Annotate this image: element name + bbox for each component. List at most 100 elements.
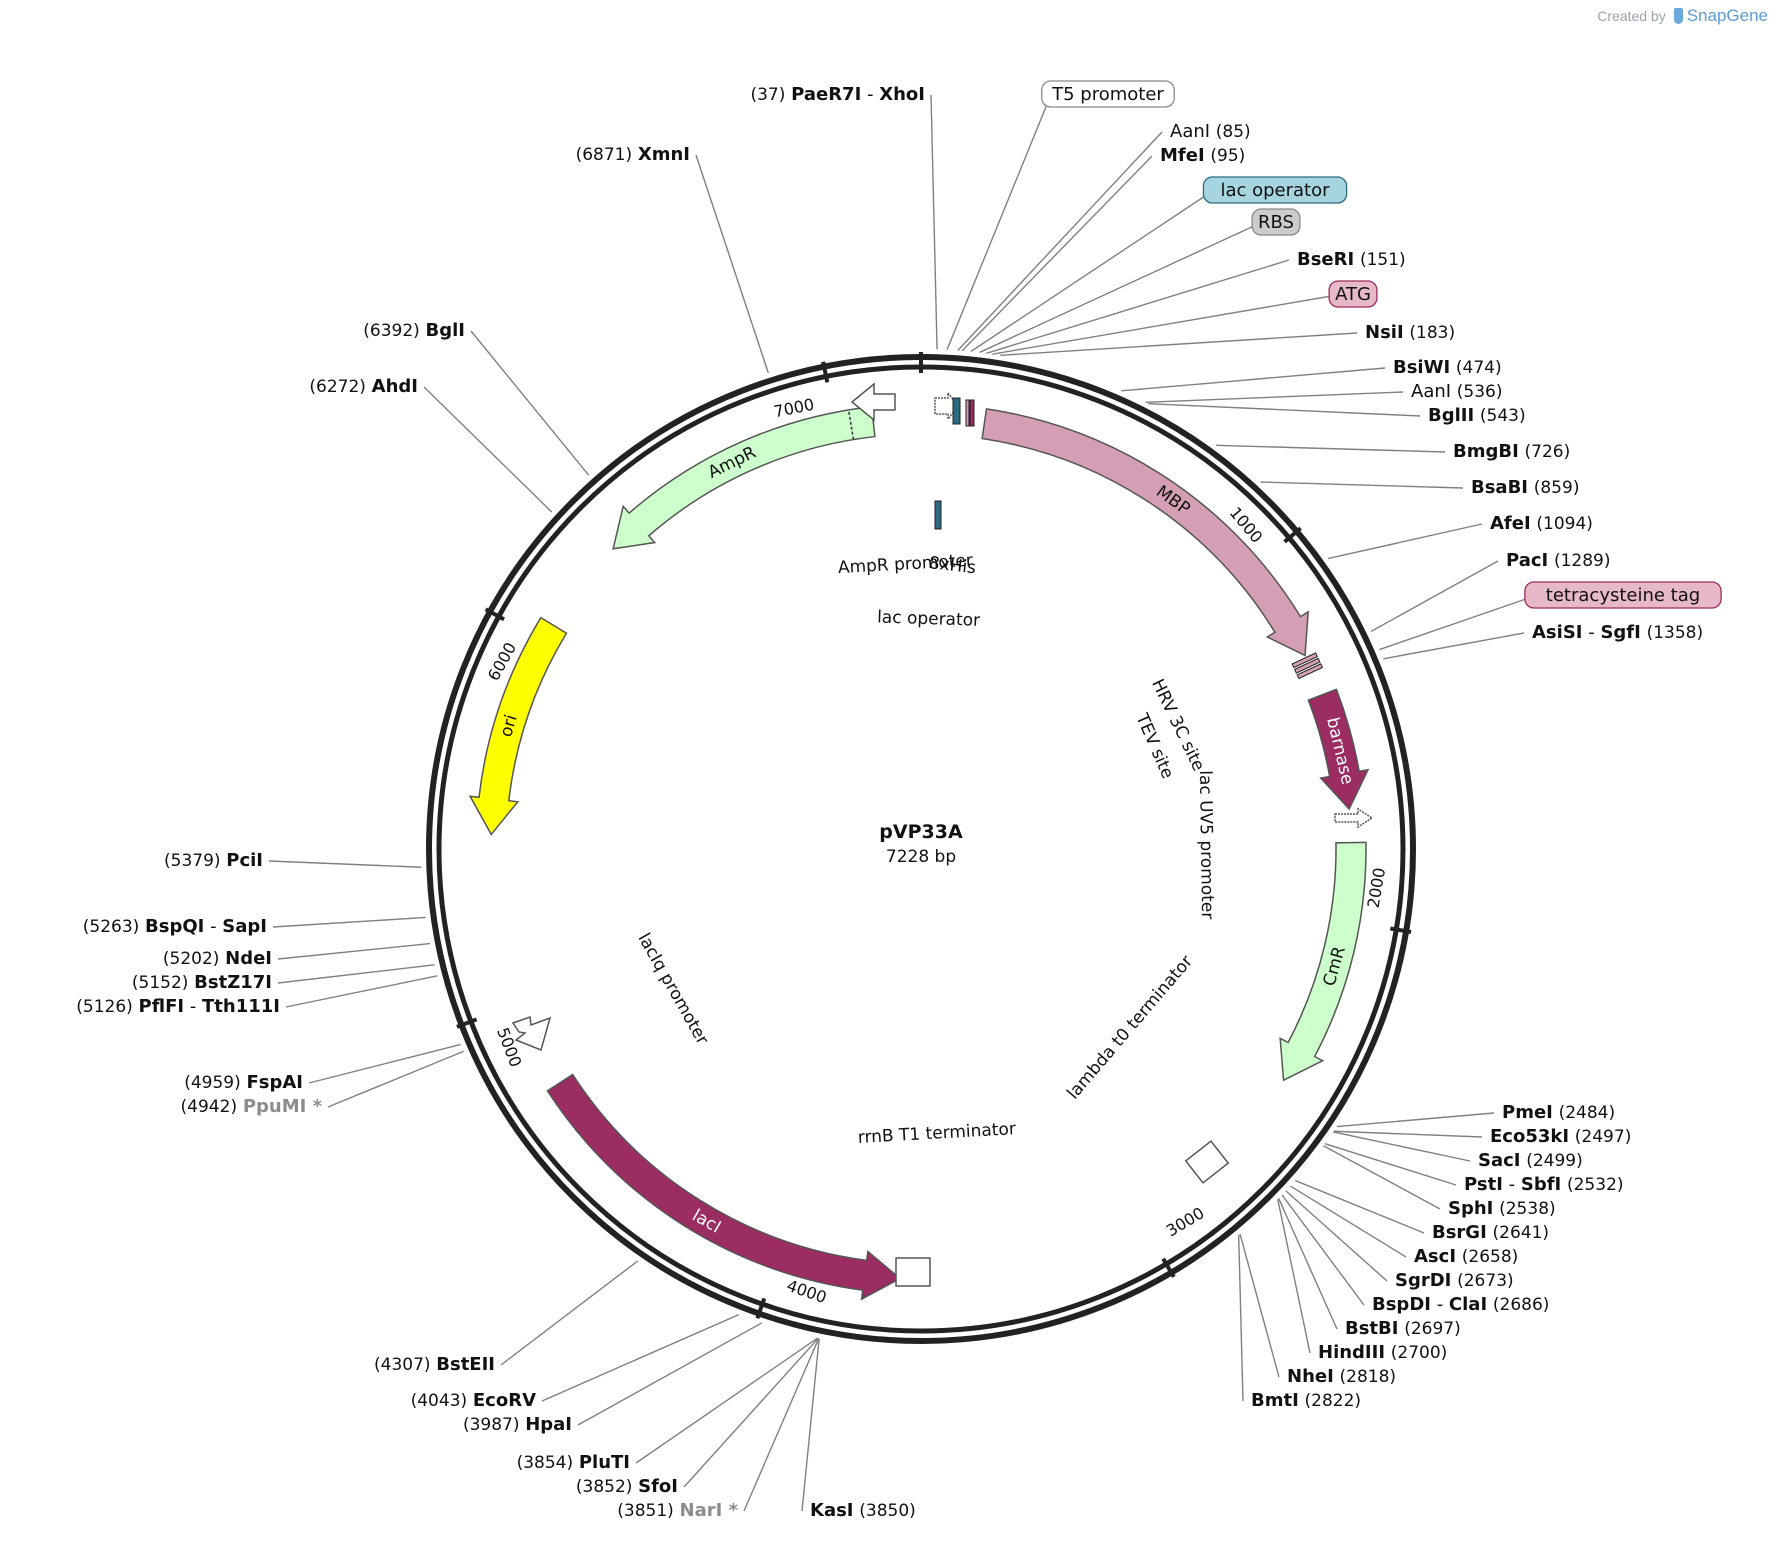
site-leader-line (1281, 1194, 1365, 1306)
site-leader-line (635, 1337, 818, 1464)
site-leader-line (327, 1050, 464, 1108)
site-position: (2499) (1526, 1151, 1583, 1171)
site-label-bsteii: (4307) BstEII (374, 1354, 495, 1375)
site-text: BglII (543) (1428, 405, 1526, 426)
site-position: (1094) (1536, 514, 1593, 534)
feature-laci-arrow (546, 1073, 902, 1301)
site-leader-line (1148, 402, 1421, 417)
site-name: SbfI (1521, 1174, 1561, 1195)
feature-label: rrnB T1 terminator (857, 1119, 1016, 1148)
site-label-nhei: NheI (2818) (1287, 1366, 1396, 1387)
site-leader-line (470, 330, 590, 476)
site-text: (37) PaeR7I - XhoI (750, 84, 925, 105)
ampr-signal-divider (847, 409, 855, 440)
site-label-ndei: (5202) NdeI (163, 948, 272, 969)
feature-tag-box (1251, 208, 1301, 236)
site-leader-line (308, 1043, 461, 1084)
feature-label: 8xHis (928, 553, 977, 578)
site-leader-line (1145, 391, 1404, 403)
site-name: SgrDI (1395, 1270, 1451, 1291)
site-position: (859) (1534, 478, 1580, 498)
site-name: BstEII (436, 1354, 495, 1375)
site-leader-line (272, 916, 426, 928)
site-leader-line (970, 190, 1213, 353)
site-text: (5152) BstZ17I (132, 972, 272, 993)
site-label-paci: PacI (1289) (1506, 550, 1611, 571)
site-label-bsrgi: BsrGI (2641) (1432, 1222, 1549, 1243)
site-leader-line (992, 294, 1338, 355)
site-position: (3852) (576, 1477, 633, 1497)
site-text: BsaBI (859) (1471, 477, 1579, 498)
site-leader-line (1323, 1145, 1441, 1210)
site-leader-line (979, 222, 1261, 354)
site-position: (726) (1525, 442, 1571, 462)
site-name: KasI (810, 1500, 854, 1521)
site-text: BsiWI (474) (1393, 357, 1502, 378)
site-leader-line (1215, 444, 1446, 453)
site-position: (1358) (1647, 623, 1704, 643)
site-text: NheI (2818) (1287, 1366, 1396, 1387)
site-leader-line (541, 1313, 740, 1402)
site-label-sbfi: PstI - SbfI (2532) (1464, 1174, 1624, 1195)
site-name: AanI (1411, 381, 1451, 402)
site-position: (2658) (1462, 1247, 1519, 1267)
site-label-nsii: NsiI (183) (1365, 322, 1455, 343)
site-text: AfeI (1094) (1490, 513, 1593, 534)
site-text: NsiI (183) (1365, 322, 1455, 343)
site-label-eco53ki: Eco53kI (2497) (1490, 1126, 1631, 1147)
site-text: BmtI (2822) (1251, 1390, 1361, 1411)
site-prefix: AsiSI (1532, 622, 1582, 643)
site-name: PluTI (579, 1452, 630, 1473)
site-dash: - (184, 996, 202, 1017)
site-name: BsiWI (1393, 357, 1450, 378)
8xhis-feature (969, 399, 975, 427)
site-prefix: BspDI (1372, 1294, 1431, 1315)
site-leader-line (1121, 367, 1386, 392)
site-text: PmeI (2484) (1502, 1102, 1615, 1123)
site-label-sgrdi: SgrDI (2673) (1395, 1270, 1514, 1291)
site-label-bmti: BmtI (2822) (1251, 1390, 1361, 1411)
feature-label: lambda t0 terminator (1063, 952, 1197, 1104)
site-label-xmni: (6871) XmnI (576, 144, 690, 165)
site-label-nari-: (3851) NarI * (617, 1500, 738, 1521)
hrv-tev-site-features (1291, 652, 1324, 680)
site-name: NheI (1287, 1366, 1334, 1387)
feature-label: lac operator (877, 607, 981, 630)
tick-label: 7000 (772, 395, 816, 422)
site-position: (543) (1480, 406, 1526, 426)
site-label-rbs: RBS (1251, 208, 1301, 236)
site-leader-line (930, 94, 938, 350)
site-name: BsrGI (1432, 1222, 1487, 1243)
plasmid-length: 7228 bp (886, 847, 956, 867)
site-leader-line (1237, 1235, 1244, 1402)
site-label-bseri: BseRI (151) (1297, 249, 1406, 270)
site-position: (183) (1409, 323, 1455, 343)
site-leader-line (285, 975, 438, 1008)
site-name: XmnI (638, 144, 690, 165)
snapgene-logo-icon (1673, 8, 1683, 24)
site-position: (151) (1360, 250, 1406, 270)
site-position: (2538) (1499, 1199, 1556, 1219)
site-name: SgfI (1600, 622, 1640, 643)
site-position: (2641) (1493, 1223, 1550, 1243)
site-text: (5126) PflFI - Tth111I (76, 996, 280, 1017)
site-position: (2673) (1457, 1271, 1514, 1291)
site-name: FspAI (246, 1072, 303, 1093)
site-text: SacI (2499) (1478, 1150, 1583, 1171)
site-leader-line (500, 1260, 639, 1366)
site-text: SphI (2538) (1448, 1198, 1556, 1219)
site-position: (5152) (132, 973, 189, 993)
site-label-aani: AanI (536) (1411, 381, 1503, 402)
site-text: (3987) HpaI (463, 1414, 572, 1435)
site-leader-line (268, 860, 422, 868)
site-position: (2497) (1575, 1127, 1632, 1147)
site-name: NarI * (680, 1500, 739, 1521)
feature-mbp-arrow (981, 407, 1310, 657)
plasmid-name: pVP33A (879, 821, 963, 843)
site-text: (3852) SfoI (576, 1476, 678, 1497)
site-text: (5202) NdeI (163, 948, 272, 969)
site-label-hindiii: HindIII (2700) (1318, 1342, 1447, 1363)
snapgene-credit: Created by SnapGene (1597, 6, 1768, 26)
site-leader-line (1324, 1142, 1457, 1186)
site-position: (37) (750, 85, 785, 105)
